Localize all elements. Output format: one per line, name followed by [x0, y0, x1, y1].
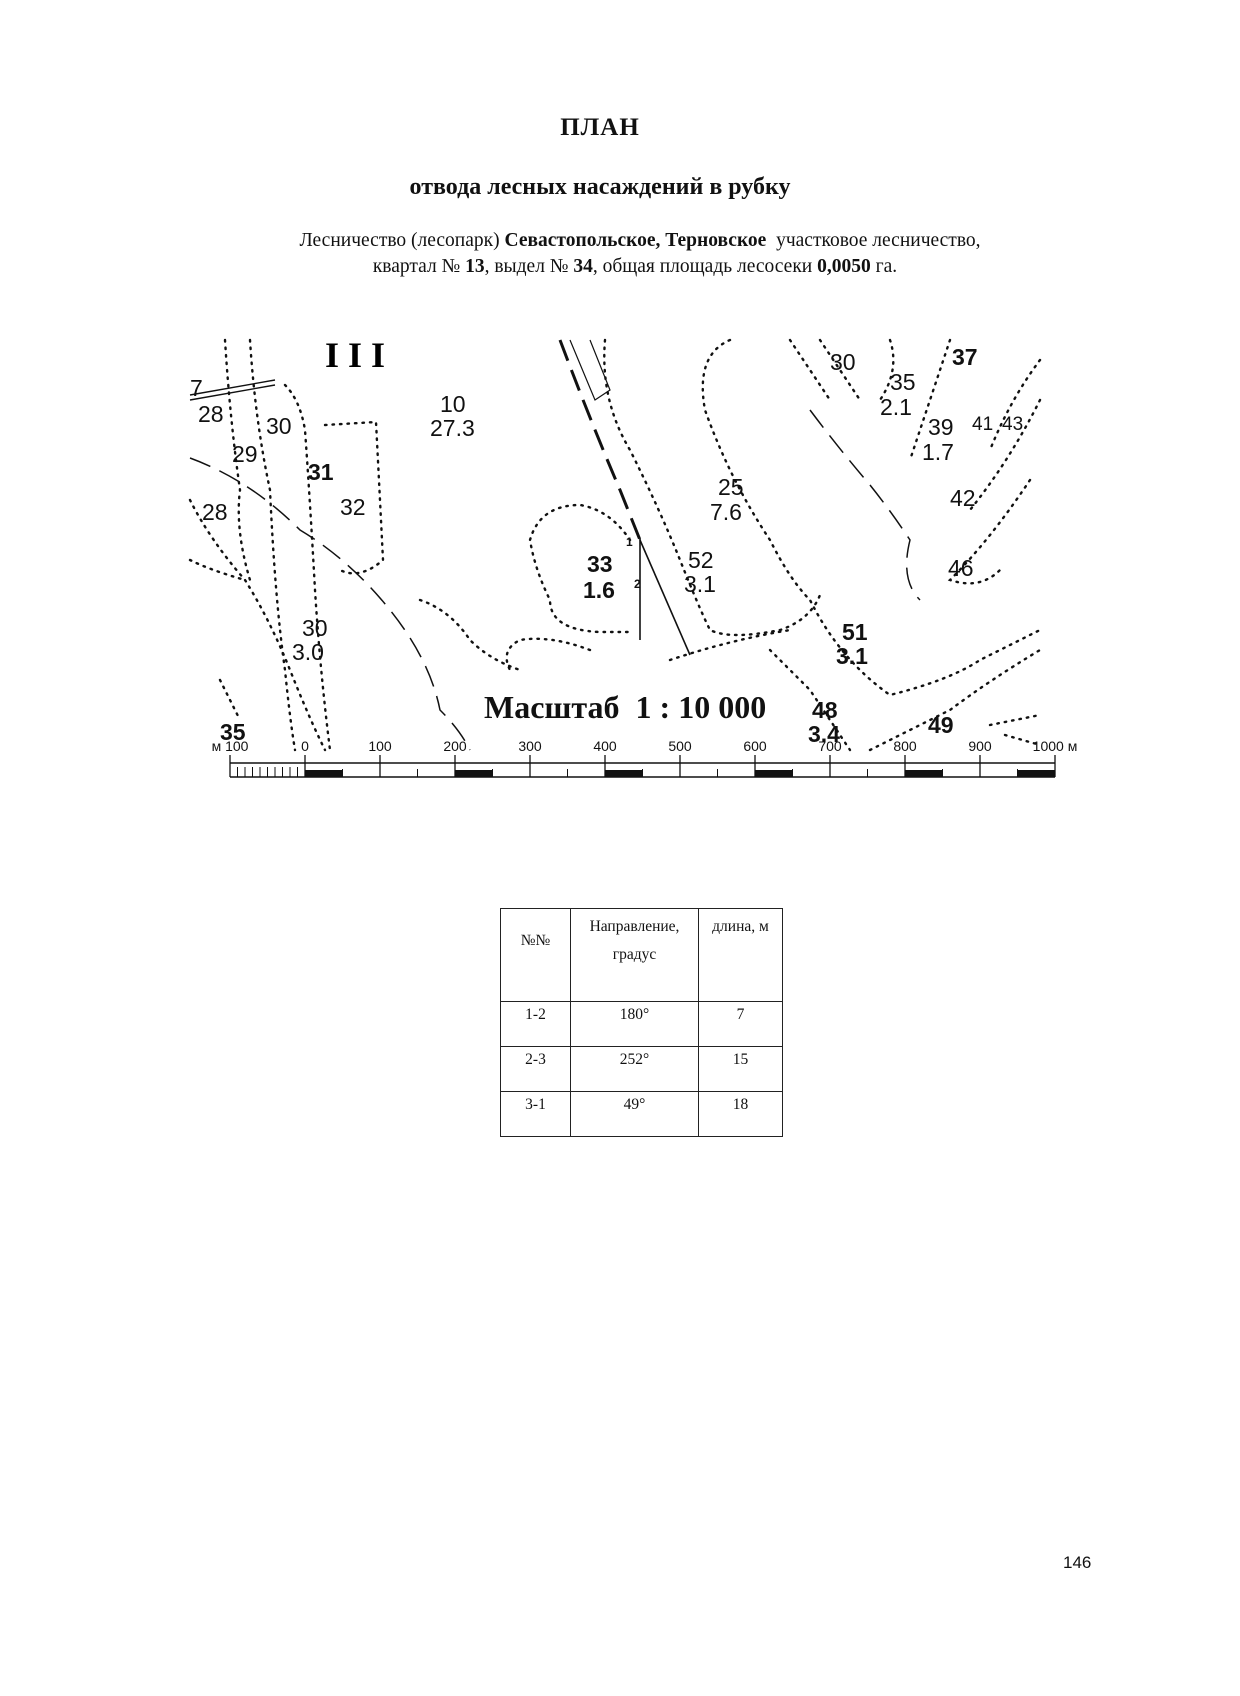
section-label: , выдел №: [484, 256, 569, 277]
info-line-1: Лесничество (лесопарк) Севастопольское, …: [299, 230, 981, 251]
info-line-2: квартал № 13, выдел № 34, общая площадь …: [35, 256, 1235, 278]
scale-tick-label: 1000 м: [1033, 738, 1078, 754]
scale-segment-fill: [1017, 770, 1055, 777]
compartment-label: 31: [308, 459, 334, 485]
table-row: 1-2 180° 7: [500, 1001, 783, 1047]
scale-tick-label: 900: [968, 738, 992, 754]
quarter-label: квартал №: [372, 256, 461, 277]
length-cell: 18: [698, 1091, 783, 1137]
point-label: 1: [626, 535, 633, 549]
scale-tick-label: 500: [668, 738, 692, 754]
district-label: участковое лесничество,: [776, 230, 981, 251]
header-length: длина, м: [698, 908, 783, 1002]
direction-cell: 49°: [570, 1091, 699, 1137]
compartment-label: 35: [890, 369, 916, 395]
forest-plan-map: 1 2 I I I 10 27.3 25 7.6 33 1.6 52 3.1 3…: [188, 335, 1077, 778]
scale-tick-label: м 100: [212, 738, 249, 754]
compartment-label: 39: [928, 414, 954, 440]
segment-cell: 2-3: [500, 1046, 571, 1092]
scale-segment-fill: [755, 770, 793, 777]
compartment-label: 42: [950, 485, 976, 511]
area-value: 0,0050: [817, 256, 871, 277]
page-number: 146: [1063, 1553, 1092, 1572]
table-row: 2-3 252° 15: [500, 1046, 783, 1092]
compartment-label: 29: [232, 441, 258, 467]
compartment-label: 7: [190, 375, 203, 401]
compartment-label: 3.1: [836, 643, 868, 669]
length-cell: 15: [698, 1046, 783, 1092]
scale-tick-label: 800: [893, 738, 917, 754]
compartment-label: 41: [972, 414, 993, 435]
area-unit: га.: [875, 256, 898, 277]
compartment-label: 35: [220, 719, 246, 745]
scale-segment-fill: [905, 770, 943, 777]
length-cell: 7: [698, 1001, 783, 1047]
compartment-label: 25: [718, 474, 744, 500]
compartment-label: 43: [1002, 414, 1023, 435]
scale-tick-label: 0: [301, 738, 309, 754]
compartment-label: 30: [830, 349, 856, 375]
scale-tick-label: 600: [743, 738, 767, 754]
direction-cell: 180°: [570, 1001, 699, 1047]
compartment-label: 49: [928, 712, 954, 738]
segment-cell: 1-2: [500, 1001, 571, 1047]
scale-tick-label: 300: [518, 738, 542, 754]
felling-area-lines: 1 2: [626, 535, 691, 656]
scale-tick-label: 200: [443, 738, 467, 754]
compartment-label: 1.7: [922, 439, 954, 465]
section-number: 34: [573, 256, 593, 277]
direction-cell: 252°: [570, 1046, 699, 1092]
scale-tick-label: 400: [593, 738, 617, 754]
document-title: ПЛАН: [560, 114, 640, 141]
compartment-label: 52: [688, 547, 714, 573]
compartment-boundaries: [188, 338, 1042, 752]
scale-segment-fill: [455, 770, 493, 777]
quarter-number: 13: [465, 256, 485, 277]
header-number: №№: [500, 908, 571, 1002]
scale-segment-fill: [305, 770, 343, 777]
compartment-label: 3.4: [808, 721, 840, 747]
scale-bar: м 100 0 100 200 300 400 500 600 700 800 900 1000 м: [212, 738, 1078, 778]
area-label: , общая площадь лесосеки: [592, 256, 813, 277]
svg-text:I I I: I I I: [325, 335, 385, 375]
compartment-label: 46: [948, 555, 974, 581]
plot-line-2-3: [639, 539, 691, 656]
district-name: Терновское: [665, 230, 767, 251]
scale-tick-label: 100: [368, 738, 392, 754]
compartment-label: 10: [440, 391, 466, 417]
compartment-label: 32: [340, 494, 366, 520]
header-direction: Направление, градус: [570, 908, 699, 1002]
compartment-label: 3.1: [684, 571, 716, 597]
compartment-labels: 10 27.3 25 7.6 33 1.6 52 3.1 30 3.0 51 3…: [190, 344, 1023, 747]
table-row: 3-1 49° 18: [500, 1091, 783, 1137]
compartment-label: 30: [302, 615, 328, 641]
table-header-row: №№ Направление, градус длина, м: [500, 908, 783, 1002]
document-subtitle: отвода лесных насаждений в рубку: [409, 174, 791, 200]
compartment-label: 37: [952, 344, 978, 370]
compartment-label: 51: [842, 619, 868, 645]
forestry-label: Лесничество (лесопарк): [299, 230, 500, 251]
scale-segment-fill: [605, 770, 643, 777]
segment-cell: 3-1: [500, 1091, 571, 1137]
compartment-label: 1.6: [583, 577, 615, 603]
compartment-label: 3.0: [292, 639, 324, 665]
forestry-name: Севастопольское: [504, 230, 656, 251]
compartment-label: 7.6: [710, 499, 742, 525]
compartment-label: 27.3: [430, 415, 475, 441]
directions-table: №№ Направление, градус длина, м 1-2 180°…: [500, 908, 783, 1137]
compartment-label: 33: [587, 551, 613, 577]
compartment-label: 28: [202, 499, 228, 525]
scale-tick-label: 700: [818, 738, 842, 754]
point-label: 2: [634, 577, 641, 591]
compartment-label: 30: [266, 413, 292, 439]
scale-label: Масштаб 1 : 10 000: [484, 689, 766, 725]
compartment-label: 2.1: [880, 394, 912, 420]
compartment-label: 28: [198, 401, 224, 427]
compartment-label: 48: [812, 697, 838, 723]
